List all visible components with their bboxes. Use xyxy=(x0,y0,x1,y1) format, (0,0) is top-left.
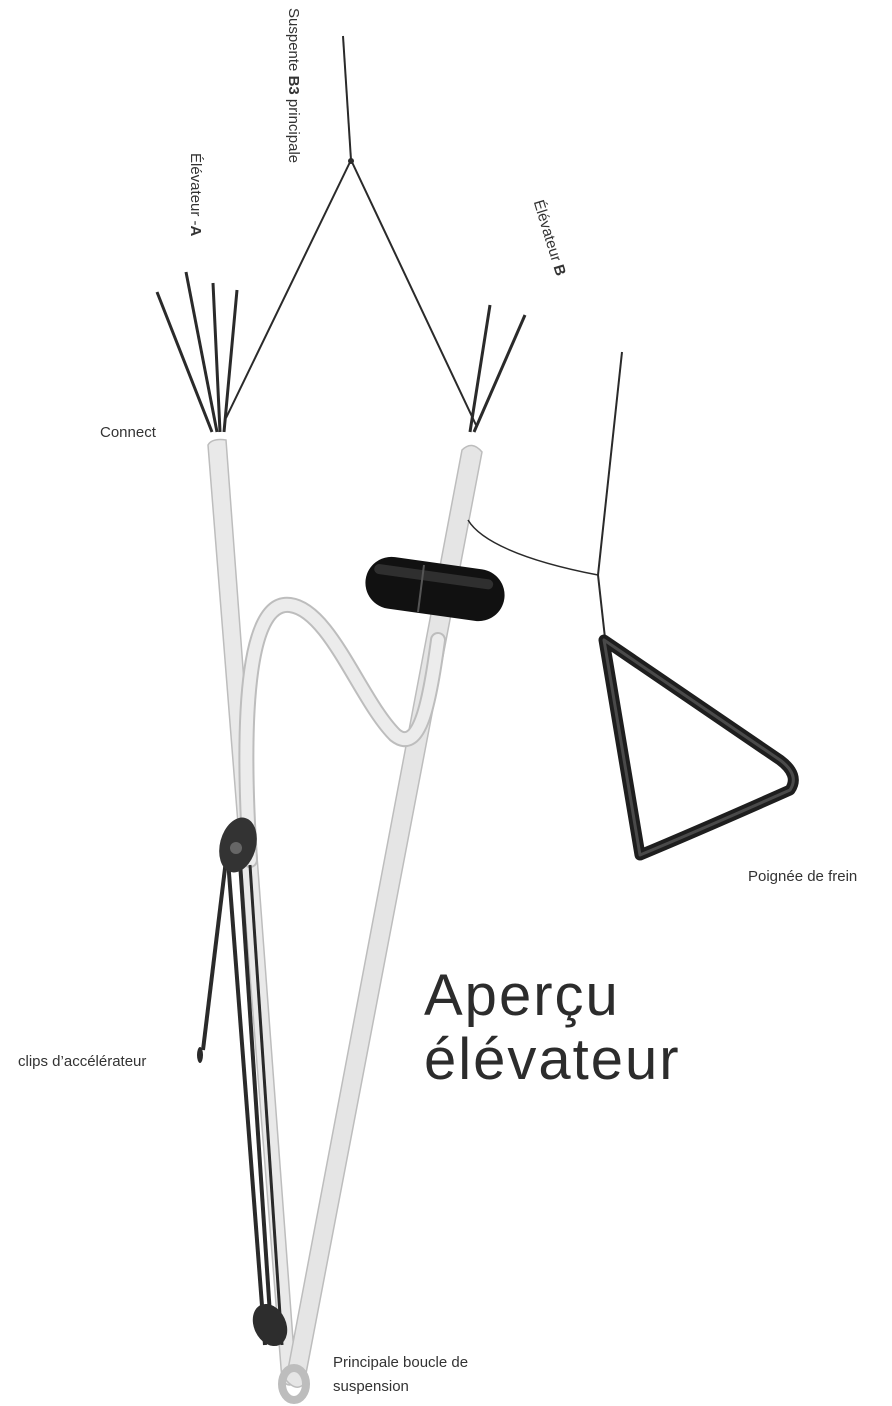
label-a-riser: Élévateur -A xyxy=(187,153,204,236)
swivel-magnet xyxy=(362,554,508,625)
label-brake-handle: Poignée de frein xyxy=(748,868,857,885)
main-loop-line1: Principale boucle de xyxy=(333,1351,468,1375)
b3-line xyxy=(226,36,476,425)
title-line1: Aperçu xyxy=(424,964,681,1028)
b-riser-lines xyxy=(470,305,525,432)
main-loop-line2: suspension xyxy=(333,1375,468,1399)
label-b3-main-line: Suspente B3 principale xyxy=(285,8,302,163)
a-riser-lines xyxy=(157,272,237,432)
b3-prefix: Suspente xyxy=(285,8,302,76)
title-line2: élévateur xyxy=(424,1028,681,1092)
b3-bold: B3 xyxy=(285,76,302,95)
b3-suffix: principale xyxy=(285,95,302,163)
a-riser-bold: A xyxy=(187,226,204,237)
label-speed-clips: clips d’accélérateur xyxy=(18,1053,146,1070)
brake-system xyxy=(468,352,793,855)
label-main-loop: Principale boucle de suspension xyxy=(333,1351,468,1399)
page-title: Aperçu élévateur xyxy=(424,964,681,1092)
label-connect: Connect xyxy=(100,424,156,441)
a-riser-prefix: Élévateur - xyxy=(187,153,204,226)
